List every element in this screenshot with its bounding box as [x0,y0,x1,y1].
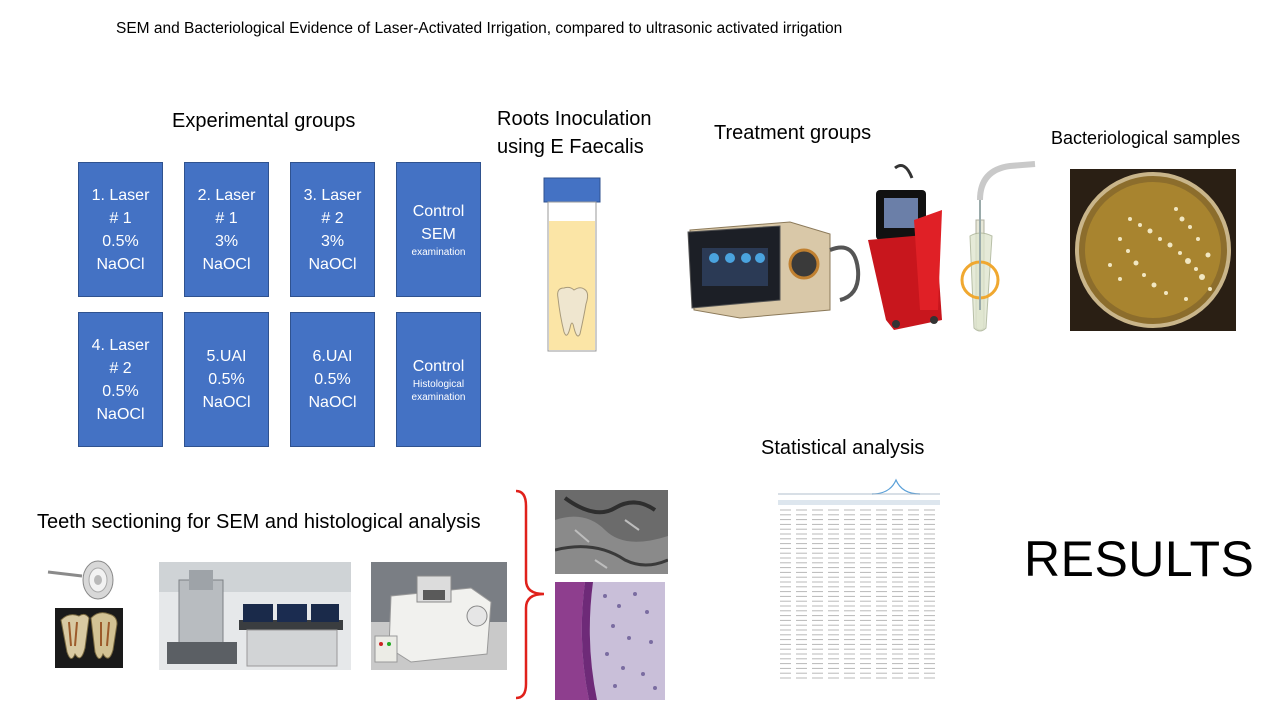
group-3-line-1: 3. Laser [303,186,362,204]
treatment-devices-image [687,161,1036,332]
group-5-line-2: 0.5% [208,371,245,388]
group-3-line-2: # 2 [321,209,344,227]
histology-image [555,582,665,700]
group-box-1: 1. Laser # 1 0.5% NaOCl [78,162,163,297]
roots-inoculation-line-2: using E Faecalis [497,136,644,158]
diamond-disc-icon [47,560,114,600]
group-5-line-1: 5.UAI [206,348,247,365]
control-sem-line-1: Control [412,203,465,220]
group-2-line-3: 3% [214,232,239,250]
bacterial-colonies [1108,207,1212,301]
roots-inoculation-heading: Roots Inoculation using E Faecalis [497,105,652,161]
group-1-line-1: 1. Laser [91,186,150,204]
group-6-line-3: NaOCl [308,394,357,411]
bacteriological-samples-heading: Bacteriological samples [1051,128,1241,148]
ultrasonic-device-icon [687,221,861,319]
group-box-3: 3. Laser # 2 3% NaOCl [290,162,375,297]
laser-tip-in-root-icon [960,161,1036,332]
sem-microscope-image [159,562,351,670]
group-box-2: 2. Laser # 1 3% NaOCl [184,162,269,297]
group-box-5: 5.UAI 0.5% NaOCl [184,312,269,447]
group-1-line-2: # 1 [109,209,132,227]
group-3-line-4: NaOCl [308,255,357,273]
laser-device-icon [868,164,942,330]
control-sem-line-2: SEM [421,226,456,243]
group-box-control-sem: Control SEM examination [396,162,481,297]
group-2-line-4: NaOCl [202,255,251,273]
group-4-line-2: # 2 [109,359,132,377]
statistical-analysis-heading: Statistical analysis [761,437,925,459]
group-box-6: 6.UAI 0.5% NaOCl [290,312,375,447]
control-histo-small: Histological examination [411,379,466,403]
page-title: SEM and Bacteriological Evidence of Lase… [116,20,843,37]
normal-curve-icon [871,478,921,495]
tooth-icon [557,286,589,337]
petri-dish-image [1070,169,1236,331]
group-2-line-1: 2. Laser [197,186,256,204]
group-1-line-4: NaOCl [96,255,145,273]
group-2-line-2: # 1 [215,209,238,227]
group-6-line-2: 0.5% [314,371,351,388]
group-6-line-1: 6.UAI [312,348,353,365]
sectioned-teeth-image [55,608,123,668]
group-box-control-histological: Control Histological examination [396,312,481,447]
group-5-line-3: NaOCl [202,394,251,411]
red-bracket [515,489,545,700]
results-label: RESULTS [1024,531,1255,587]
teeth-sectioning-heading: Teeth sectioning for SEM and histologica… [37,511,481,533]
tube-liquid [549,221,595,350]
group-3-line-3: 3% [320,232,345,250]
histology-cells [603,592,657,690]
sem-micrograph-image [555,490,668,574]
group-4-line-3: 0.5% [102,382,139,400]
treatment-groups-heading: Treatment groups [714,122,872,144]
group-4-line-4: NaOCl [96,405,145,423]
test-tube-illustration [543,177,601,352]
group-4-line-1: 4. Laser [91,336,150,354]
control-histo-line-1: Control [412,358,465,375]
group-1-line-3: 0.5% [102,232,139,250]
microtome-image [371,562,507,670]
experimental-groups-heading: Experimental groups [172,110,356,132]
statistical-table-rows [780,509,935,679]
tube-cap [543,177,601,203]
roots-inoculation-line-1: Roots Inoculation [497,108,652,130]
statistical-table-image [772,472,946,684]
group-box-4: 4. Laser # 2 0.5% NaOCl [78,312,163,447]
control-sem-small: examination [411,247,466,258]
